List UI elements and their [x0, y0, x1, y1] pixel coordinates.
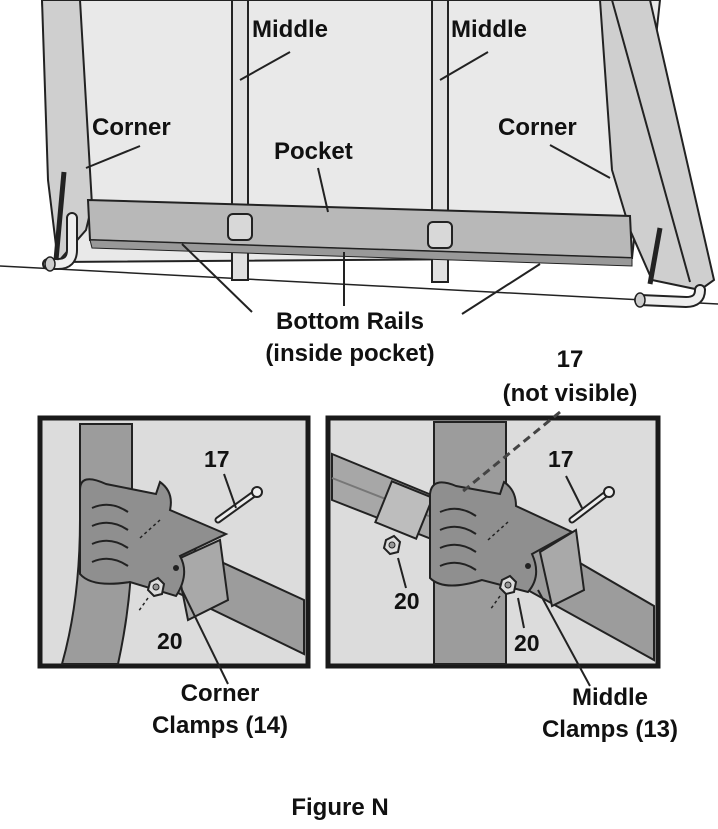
right-inset-nut-left-label: 20	[394, 588, 420, 614]
nut-20-left	[146, 576, 166, 598]
left-corner-strap	[53, 171, 67, 261]
ground-line	[0, 265, 718, 305]
leader-corner-left	[85, 145, 141, 169]
figure-caption: Figure N	[291, 794, 389, 821]
right-inset-nut-right-label: 20	[514, 630, 540, 656]
nut-20-middle-right	[498, 574, 518, 596]
left-inset-bolt-label: 17	[204, 446, 230, 472]
left-inset	[37, 415, 311, 685]
leader-corner-right	[549, 144, 611, 179]
middle-clamp-right-top	[427, 221, 453, 249]
leader-17-not-visible	[461, 410, 561, 494]
leader-bottom-rail-left	[181, 243, 253, 313]
right-corner-strap	[647, 227, 663, 285]
label-bottom-rails: Bottom Rails	[275, 308, 424, 335]
label-not-visible: (not visible)	[502, 380, 638, 407]
label-corner-left: Corner	[92, 114, 171, 141]
right-flap-edge	[611, 0, 691, 283]
label-corner-right: Corner	[498, 114, 577, 141]
bolt-17-right	[568, 486, 615, 524]
caption-middle: Middle	[572, 684, 648, 711]
label-middle-right: Middle	[451, 16, 527, 43]
leader-middle-left	[239, 51, 291, 81]
label-pocket: Pocket	[274, 138, 353, 165]
pocket-underside	[89, 239, 633, 267]
label-middle-left: Middle	[252, 16, 328, 43]
leader-pocket	[317, 167, 329, 213]
label-inside-pocket: (inside pocket)	[265, 340, 435, 367]
label-17-top: 17	[556, 346, 584, 373]
right-inset-bolt-label: 17	[548, 446, 574, 472]
caption-corner: Corner	[180, 680, 260, 707]
caption-corner-clamps: Clamps (14)	[151, 712, 289, 739]
leader-bottom-rail-right	[461, 263, 541, 315]
nut-20-middle-left	[382, 534, 402, 556]
right-inset	[325, 410, 661, 687]
corner-clamp-body	[79, 478, 229, 598]
caption-middle-clamps: Clamps (13)	[541, 716, 679, 743]
left-side-flap	[40, 0, 94, 265]
middle-clamp-left-top	[227, 213, 253, 241]
left-inset-nut-label: 20	[157, 628, 183, 654]
leader-middle-right	[439, 51, 489, 81]
